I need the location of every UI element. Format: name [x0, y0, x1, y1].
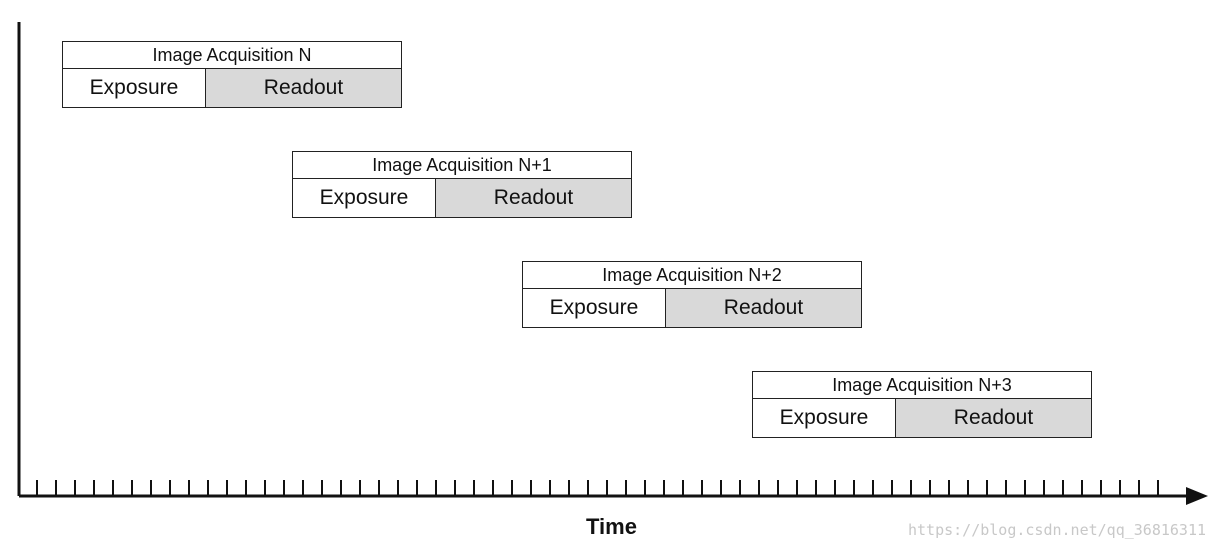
- acquisition-block-n: Image Acquisition N Exposure Readout: [62, 41, 402, 108]
- acquisition-title: Image Acquisition N+1: [293, 152, 631, 179]
- acquisition-block-n2: Image Acquisition N+2 Exposure Readout: [522, 261, 862, 328]
- acquisition-title: Image Acquisition N+3: [753, 372, 1091, 399]
- acquisition-title: Image Acquisition N+2: [523, 262, 861, 289]
- watermark-text: https://blog.csdn.net/qq_36816311: [907, 521, 1206, 539]
- acquisition-title: Image Acquisition N: [63, 42, 401, 69]
- exposure-cell: Exposure: [63, 69, 206, 107]
- exposure-cell: Exposure: [523, 289, 666, 327]
- readout-cell: Readout: [666, 289, 861, 327]
- readout-cell: Readout: [206, 69, 401, 107]
- exposure-cell: Exposure: [293, 179, 436, 217]
- acquisition-block-n3: Image Acquisition N+3 Exposure Readout: [752, 371, 1092, 438]
- readout-cell: Readout: [896, 399, 1091, 437]
- readout-cell: Readout: [436, 179, 631, 217]
- time-axis-label: Time: [586, 514, 637, 539]
- axis-ticks: [36, 480, 1159, 496]
- acquisition-block-n1: Image Acquisition N+1 Exposure Readout: [292, 151, 632, 218]
- axis-arrow-icon: [1186, 487, 1208, 505]
- exposure-cell: Exposure: [753, 399, 896, 437]
